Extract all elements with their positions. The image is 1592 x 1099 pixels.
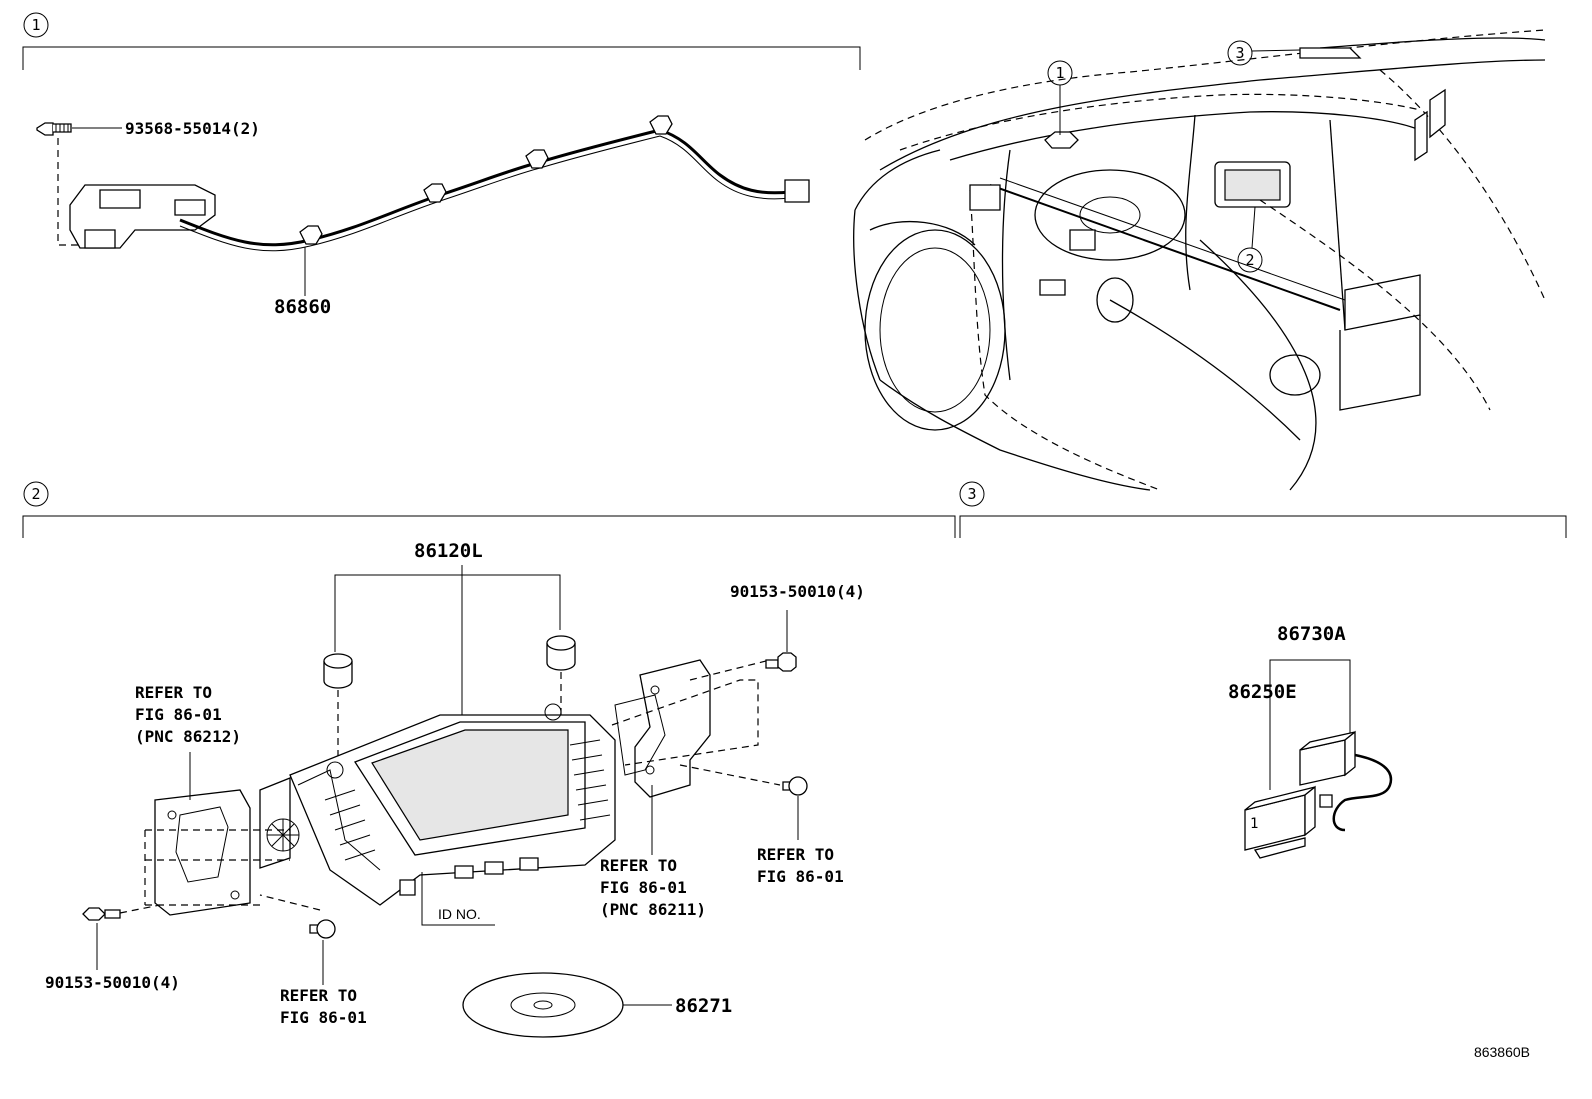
screw-part-number: 93568-55014(2) [125,119,260,138]
bolt-left-part-number: 90153-50010(4) [45,973,180,992]
refer-bottom-line-1: REFER TO [280,986,357,1005]
knob-left-icon [323,653,353,689]
section-2: 2 86120L [22,481,956,1038]
refer-bottom-line-2: FIG 86-01 [280,1008,367,1027]
screw-icon [36,122,72,136]
refer-left-line-2: FIG 86-01 [135,705,222,724]
svg-text:1: 1 [1250,816,1258,832]
knob-right-icon [546,635,576,671]
callout-3: 3 [1235,44,1244,62]
refer-right-bracket-line-3: (PNC 86211) [600,900,706,919]
section-2-number: 2 [31,485,40,503]
overhead-module-icon [1299,47,1362,59]
module-assy-part-number: 86730A [1277,623,1346,645]
callout-2: 2 [1245,251,1254,269]
callout-1: 1 [1055,64,1064,82]
steering-wheel-icon [1034,169,1186,261]
display-screen [371,729,569,841]
section-1-bracket [22,46,861,70]
harness-end-connector [784,179,810,203]
bolt-right-part-number: 90153-50010(4) [730,582,865,601]
display-assembly [259,703,616,906]
vehicle-interior-overview: 1 2 3 [853,29,1546,491]
refer-right-bracket-line-1: REFER TO [600,856,677,875]
section-1-number: 1 [31,16,40,34]
microphone-icon [1044,131,1079,149]
front-wheel-icon [864,229,1006,431]
screw-bottom-icon [309,919,336,939]
section-2-bracket [22,515,956,538]
section-3-bracket [959,515,1567,538]
bracket-left [154,789,251,916]
refer-left-line-3: (PNC 86212) [135,727,241,746]
section-3: 3 86730A 86250E 1 [959,481,1567,859]
harness-connector-bracket [69,184,216,249]
refer-right-screw-line-2: FIG 86-01 [757,867,844,886]
display-assy-part-number: 86120L [414,540,483,562]
refer-right-screw-line-1: REFER TO [757,845,834,864]
module-sub-part-number: 86250E [1228,681,1297,703]
refer-left-line-1: REFER TO [135,683,212,702]
section-3-number: 3 [967,485,976,503]
bracket-right [614,659,711,798]
id-number-label: ID NO. [438,906,481,922]
screw-right-icon [782,776,808,796]
disc-part-number: 86271 [675,995,732,1017]
bolt-right-icon [765,652,797,672]
harness-clips [299,115,673,245]
section-1: 1 93568-55014(2) 86860 [22,12,861,318]
disc-icon [462,972,624,1038]
bolt-left-icon [82,907,121,921]
module-unit: 1 [1244,785,1316,859]
module-connector [1299,730,1393,832]
wire-harness [179,128,791,247]
refer-right-bracket-line-2: FIG 86-01 [600,878,687,897]
figure-id: 863860B [1474,1044,1530,1060]
harness-part-number: 86860 [274,296,331,318]
